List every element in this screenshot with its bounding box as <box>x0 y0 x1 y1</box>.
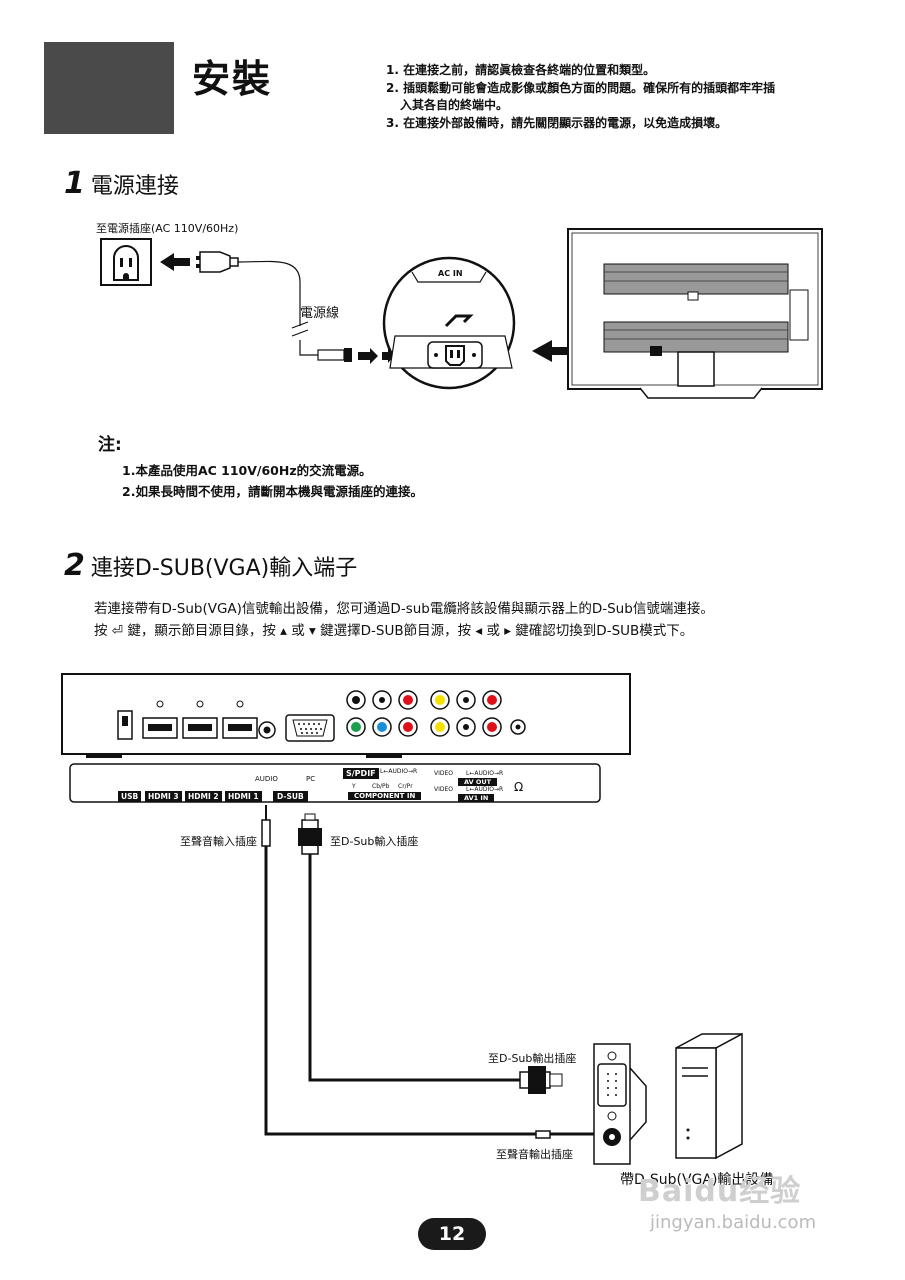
dsub-label: D-SUB <box>273 791 308 802</box>
hdmi3-label: HDMI 3 <box>145 791 182 802</box>
pc-tower-icon <box>675 1032 743 1160</box>
to-dsub-in-label: 至D-Sub輸入插座 <box>330 835 419 848</box>
tv-bottom-panel <box>61 673 631 755</box>
audio-plug-bottom-icon <box>535 1130 566 1139</box>
av-out-label: AV OUT <box>458 778 498 786</box>
arrow-left-icon <box>160 253 190 271</box>
headphone-icon: Ω <box>514 780 524 794</box>
power-connection-diagram: AC IN <box>100 228 823 399</box>
section2-paragraph: 若連接帶有D-Sub(VGA)信號輸出設備，您可通過D-sub電纜將該設備與顯示… <box>94 598 714 642</box>
cord-label: 電源線 <box>300 306 340 321</box>
note-1: 1. 在連接之前，請認眞檢查各終端的位置和類型。 <box>386 63 656 77</box>
vga-plug-bottom-icon <box>519 1066 563 1094</box>
hdmi1-label: HDMI 1 <box>225 791 262 802</box>
wall-outlet-icon <box>100 238 152 286</box>
video-out-label: VIDEO <box>434 770 454 777</box>
header-grey-block <box>44 42 174 134</box>
ac-in-zoom-icon <box>382 256 516 390</box>
power-plug-icon <box>196 251 239 273</box>
page-title: 安裝 <box>192 57 273 101</box>
spdif-label: S/PDIF <box>343 768 379 779</box>
dsub-connection-diagram <box>61 673 743 1165</box>
pc-label: PC <box>306 775 316 783</box>
outlet-label: 至電源插座(AC 110V/60Hz) <box>96 222 239 235</box>
audio-cable <box>264 846 598 1136</box>
video-in-label: VIDEO <box>434 786 454 793</box>
av1-in-audio-label: L←AUDIO→R <box>466 786 504 793</box>
audio-plug-icon <box>261 805 271 847</box>
av-out-audio-label: L←AUDIO→R <box>466 770 504 777</box>
section2-number: 2 <box>64 548 85 583</box>
y-label: Y <box>352 783 356 790</box>
note-heading: 注: <box>98 435 122 455</box>
section1-title: 電源連接 <box>90 174 179 199</box>
av1-in-label: AV1 IN <box>458 794 495 802</box>
ac-in-label: AC IN <box>438 269 463 278</box>
cb-label: Cb/Pb <box>372 783 390 790</box>
cr-label: Cr/Pr <box>398 783 413 790</box>
to-audio-out-label: 至聲音輸出插座 <box>496 1148 573 1161</box>
paragraph-line-2: 按 ⏎ 鍵，顯示節目源目錄，按 ▴ 或 ▾ 鍵選擇D-SUB節目源，按 ◂ 或 … <box>94 623 694 639</box>
hdmi2-label: HDMI 2 <box>185 791 222 802</box>
paragraph-line-1: 若連接帶有D-Sub(VGA)信號輸出設備，您可通過D-sub電纜將該設備與顯示… <box>94 601 714 617</box>
to-audio-in-label: 至聲音輸入插座 <box>180 835 257 848</box>
device-port-panel-icon <box>593 1043 631 1165</box>
watermark-logo: Baidu经验 <box>638 1174 802 1209</box>
usb-label: USB <box>118 791 142 802</box>
tv-back-panel-icon <box>567 228 823 399</box>
note-line-1: 1.本產品使用AC 110V/60Hz的交流電源。 <box>122 463 372 478</box>
section2-title: 連接D-SUB(VGA)輸入端子 <box>90 556 358 581</box>
device-caption: 帶D-Sub(VGA)輸出設備 <box>620 1172 774 1188</box>
note-line-2: 2.如果長時間不使用，請斷開本機與電源插座的連接。 <box>122 484 423 499</box>
note-3: 3. 在連接外部設備時，請先關閉顯示器的電源，以免造成損壞。 <box>386 115 728 130</box>
cord-connector-icon <box>317 348 352 362</box>
note-2-cont: 入其各自的終端中。 <box>400 98 509 112</box>
header-notes: 1. 在連接之前，請認眞檢查各終端的位置和類型。 2. 插頭鬆動可能會造成影像或… <box>386 62 856 132</box>
audio-label: AUDIO <box>255 775 278 783</box>
section1-number: 1 <box>64 166 85 201</box>
to-dsub-out-label: 至D-Sub輸出插座 <box>488 1052 577 1065</box>
component-in-label: COMPONENT IN <box>348 792 422 800</box>
rca-jacks-icon <box>346 690 526 737</box>
hdmi-ports-icon <box>142 700 258 739</box>
vga-cable <box>308 854 520 1082</box>
note-2: 2. 插頭鬆動可能會造成影像或顏色方面的問題。確保所有的插頭都牢牢插 <box>386 80 776 95</box>
page-number: 12 <box>418 1218 486 1250</box>
watermark-url: jingyan.baidu.com <box>650 1212 817 1233</box>
audio-jack-icon <box>258 721 276 739</box>
vga-plug-icon <box>298 813 322 855</box>
vga-port-icon <box>285 714 335 742</box>
component-audio-label: L←AUDIO→R <box>380 768 418 775</box>
